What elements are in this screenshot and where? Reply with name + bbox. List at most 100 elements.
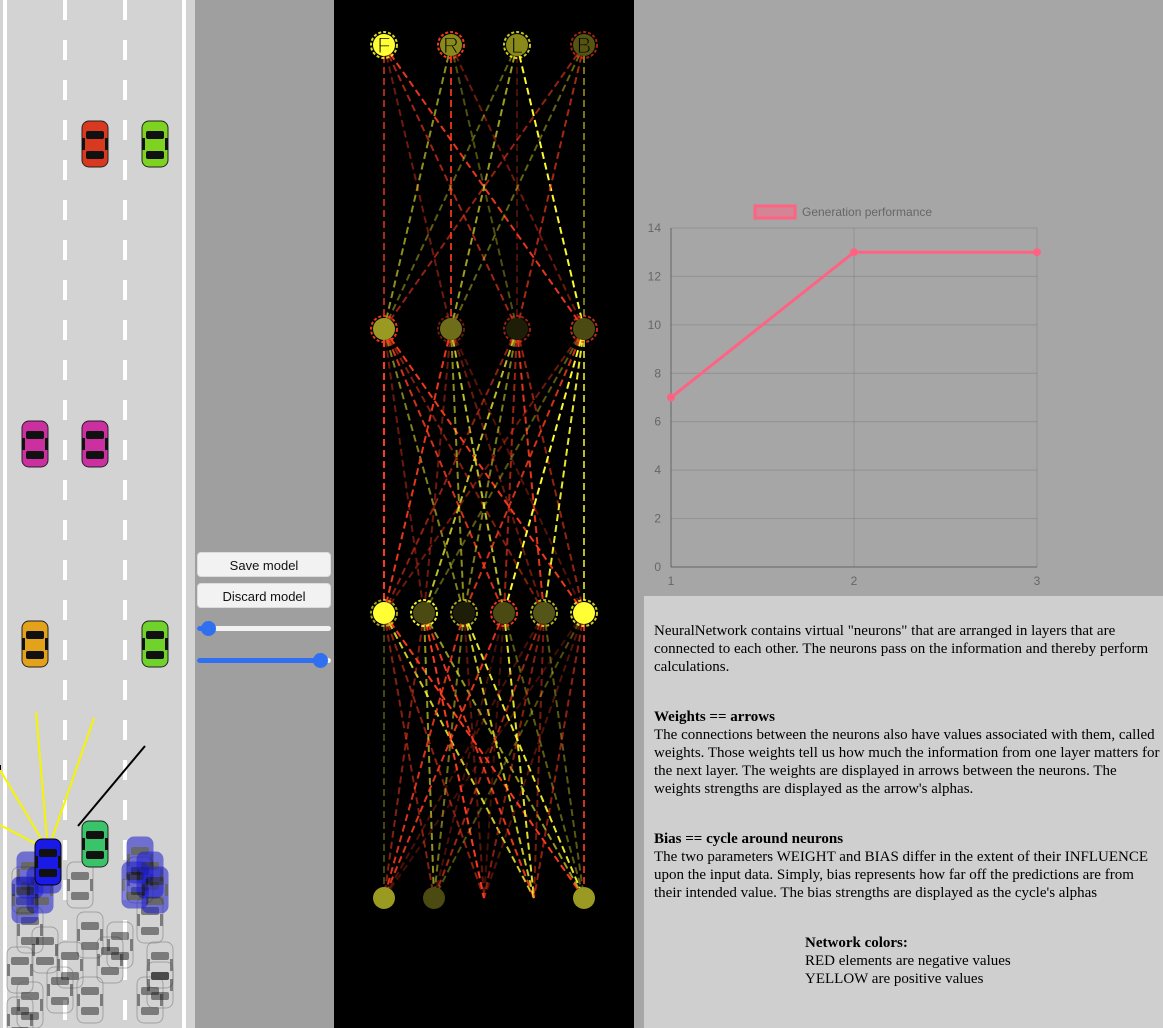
bias-text: The two parameters WEIGHT and BIAS diffe… [654, 849, 1149, 901]
network-link [533, 612, 545, 899]
data-point [667, 393, 675, 402]
x-tick-label: 2 [851, 574, 858, 588]
network-link [383, 612, 535, 899]
mutation-slider[interactable] [197, 620, 331, 636]
legend-label: Generation performance [802, 205, 932, 219]
slider-thumb[interactable] [200, 621, 216, 636]
network-link [383, 328, 585, 614]
network-link [543, 612, 585, 899]
series-points [667, 248, 1041, 402]
data-point [1033, 248, 1041, 257]
speed-slider[interactable] [197, 652, 331, 668]
network-link [423, 612, 435, 899]
neuron [573, 887, 595, 909]
output-label: F [377, 33, 390, 58]
road-canvas [0, 0, 195, 1028]
network-link [533, 612, 585, 899]
neuron [410, 599, 438, 627]
network-link [383, 328, 425, 614]
neuron [503, 315, 531, 343]
ghost-car [6, 946, 34, 994]
network-link [503, 612, 585, 899]
ghost-car [96, 936, 124, 984]
network-link [483, 612, 545, 899]
network-link [383, 328, 585, 614]
network-link [383, 612, 505, 899]
traffic-car-red [81, 120, 109, 168]
ghost-car [136, 976, 164, 1024]
network-link [383, 612, 485, 899]
neuron [373, 887, 395, 909]
network-link [463, 612, 585, 899]
network-link [463, 612, 535, 899]
neuron [570, 315, 598, 343]
chart-grid [670, 227, 1038, 568]
network-link [483, 612, 585, 899]
x-tick-label: 1 [668, 574, 675, 588]
colors-heading: Network colors: [805, 935, 908, 951]
network-link [543, 328, 585, 614]
colors-yellow-text: YELLOW are positive values [805, 971, 984, 987]
network-link [383, 44, 585, 330]
network-link [383, 612, 435, 899]
network-link [433, 612, 585, 899]
network-link [450, 328, 505, 614]
neuron [370, 315, 398, 343]
neuron [437, 315, 465, 343]
network-link [383, 44, 518, 330]
ghost-car [56, 941, 84, 989]
network-link [383, 44, 452, 330]
discard-model-button[interactable]: Discard model [197, 583, 331, 608]
y-tick-label: 14 [648, 221, 662, 235]
y-tick-label: 12 [648, 269, 662, 283]
save-model-button[interactable]: Save model [197, 552, 331, 577]
neuron [570, 599, 598, 627]
colors-red-text: RED elements are negative values [805, 953, 1011, 969]
neuron [370, 599, 398, 627]
network-link [433, 612, 465, 899]
ghost-car [6, 996, 34, 1028]
output-neuron: L [503, 31, 531, 59]
traffic-car-green [141, 120, 169, 168]
ghost-car [76, 976, 104, 1024]
intro-text: NeuralNetwork contains virtual "neurons"… [654, 623, 1149, 675]
network-link [450, 44, 518, 330]
traffic-cars [21, 120, 169, 886]
network-link [383, 44, 585, 330]
y-tick-label: 2 [654, 512, 661, 526]
network-link [463, 328, 518, 614]
network-link [383, 328, 518, 614]
network-link [383, 612, 585, 899]
network-link [383, 612, 585, 899]
network-link [516, 328, 545, 614]
sensor-rays [0, 711, 146, 851]
network-link [503, 328, 585, 614]
traffic-car-magenta [21, 420, 49, 468]
chart-legend[interactable]: Generation performance [753, 204, 932, 220]
network-link [433, 612, 505, 899]
slider-thumb[interactable] [313, 653, 329, 668]
neuron [530, 599, 558, 627]
ghost-car [106, 921, 134, 969]
output-label: B [577, 33, 592, 58]
neuron [450, 599, 478, 627]
ghost-car [66, 861, 94, 909]
network-link [450, 328, 465, 614]
network-link [383, 328, 465, 614]
network-link [423, 328, 518, 614]
network-links [383, 44, 585, 899]
controls-panel: Save model Discard model [195, 0, 334, 1028]
trail-car [141, 866, 169, 914]
network-link [503, 612, 535, 899]
legend-swatch [753, 204, 797, 220]
network-link [450, 44, 585, 330]
player-car [34, 838, 62, 886]
y-tick-label: 8 [654, 366, 661, 380]
output-neuron: R [437, 31, 465, 59]
network-link [516, 328, 585, 614]
data-point [850, 248, 858, 257]
